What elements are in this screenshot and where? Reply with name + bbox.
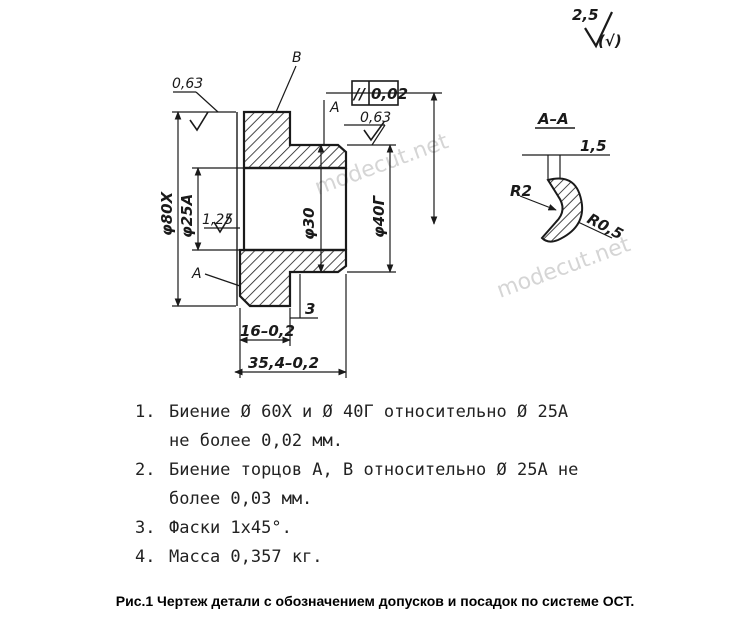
note-number: 3. <box>135 518 156 538</box>
note-text: Масса 0,357 кг. <box>169 547 323 567</box>
note-number: 2. <box>135 460 156 480</box>
section-title: A–A <box>537 110 569 128</box>
tolerance-frame: // 0,02 <box>351 80 408 106</box>
roughness-value: 2,5 <box>572 6 599 24</box>
dim-d30: φ30 <box>300 207 318 240</box>
part-section <box>236 110 348 308</box>
datum-b-label: B <box>292 50 302 66</box>
note-item: 1. Биение Ø 60X и Ø 40Г относительно Ø 2… <box>135 398 715 427</box>
datum-a-left-label: A <box>191 266 202 282</box>
technical-drawing: modecut.net modecut.net modecut.net 2,5 … <box>158 6 635 400</box>
note-item: 2. Биение торцов А, В относительно Ø 25A… <box>135 456 715 485</box>
dimension-lines <box>172 65 442 378</box>
section-dim-15: 1,5 <box>580 137 607 155</box>
note-text: Биение Ø 60X и Ø 40Г относительно Ø 25A <box>169 402 569 422</box>
roughness-paren: (√) <box>598 32 622 50</box>
section-r05: R0,5 <box>584 210 626 244</box>
surface-finish-2-label: 0,63 <box>360 110 391 126</box>
technical-notes: 1. Биение Ø 60X и Ø 40Г относительно Ø 2… <box>135 398 715 572</box>
roughness-symbol: 2,5 (√) <box>572 6 622 50</box>
section-r2: R2 <box>510 182 532 200</box>
note-item: 3. Фаски 1x45°. <box>135 514 715 543</box>
dim-l35: 35,4–0,2 <box>248 354 319 372</box>
note-item: 4. Масса 0,357 кг. <box>135 543 715 572</box>
note-text: Фаски 1x45°. <box>169 518 292 538</box>
dim-d80x: φ80X <box>158 190 176 236</box>
datum-a-label: A <box>329 100 340 116</box>
figure-caption: Рис.1 Чертеж детали с обозначением допус… <box>115 593 635 609</box>
note-text: Биение торцов А, В относительно Ø 25A не <box>169 460 579 480</box>
surface-finish-1-label: 0,63 <box>172 76 203 92</box>
section-a-a: A–A 1,5 R2 R0,5 <box>510 110 626 243</box>
note-number: 4. <box>135 547 156 567</box>
note-continuation: не более 0,02 мм. <box>169 431 343 451</box>
dim-l16: 16–0,2 <box>240 322 295 340</box>
watermark-2: modecut.net <box>494 232 635 304</box>
surface-finish-3-label: 1,25 <box>202 212 233 228</box>
dim-d25a: φ25A <box>178 194 196 238</box>
tolerance-value: 0,02 <box>371 85 408 103</box>
note-number: 1. <box>135 402 156 422</box>
tolerance-symbol: // <box>352 85 366 103</box>
dim-l3: 3 <box>305 300 315 318</box>
note-continuation: более 0,03 мм. <box>169 489 313 509</box>
surface-finish-marks <box>189 111 385 234</box>
dim-d40g: φ40Г <box>370 194 388 238</box>
